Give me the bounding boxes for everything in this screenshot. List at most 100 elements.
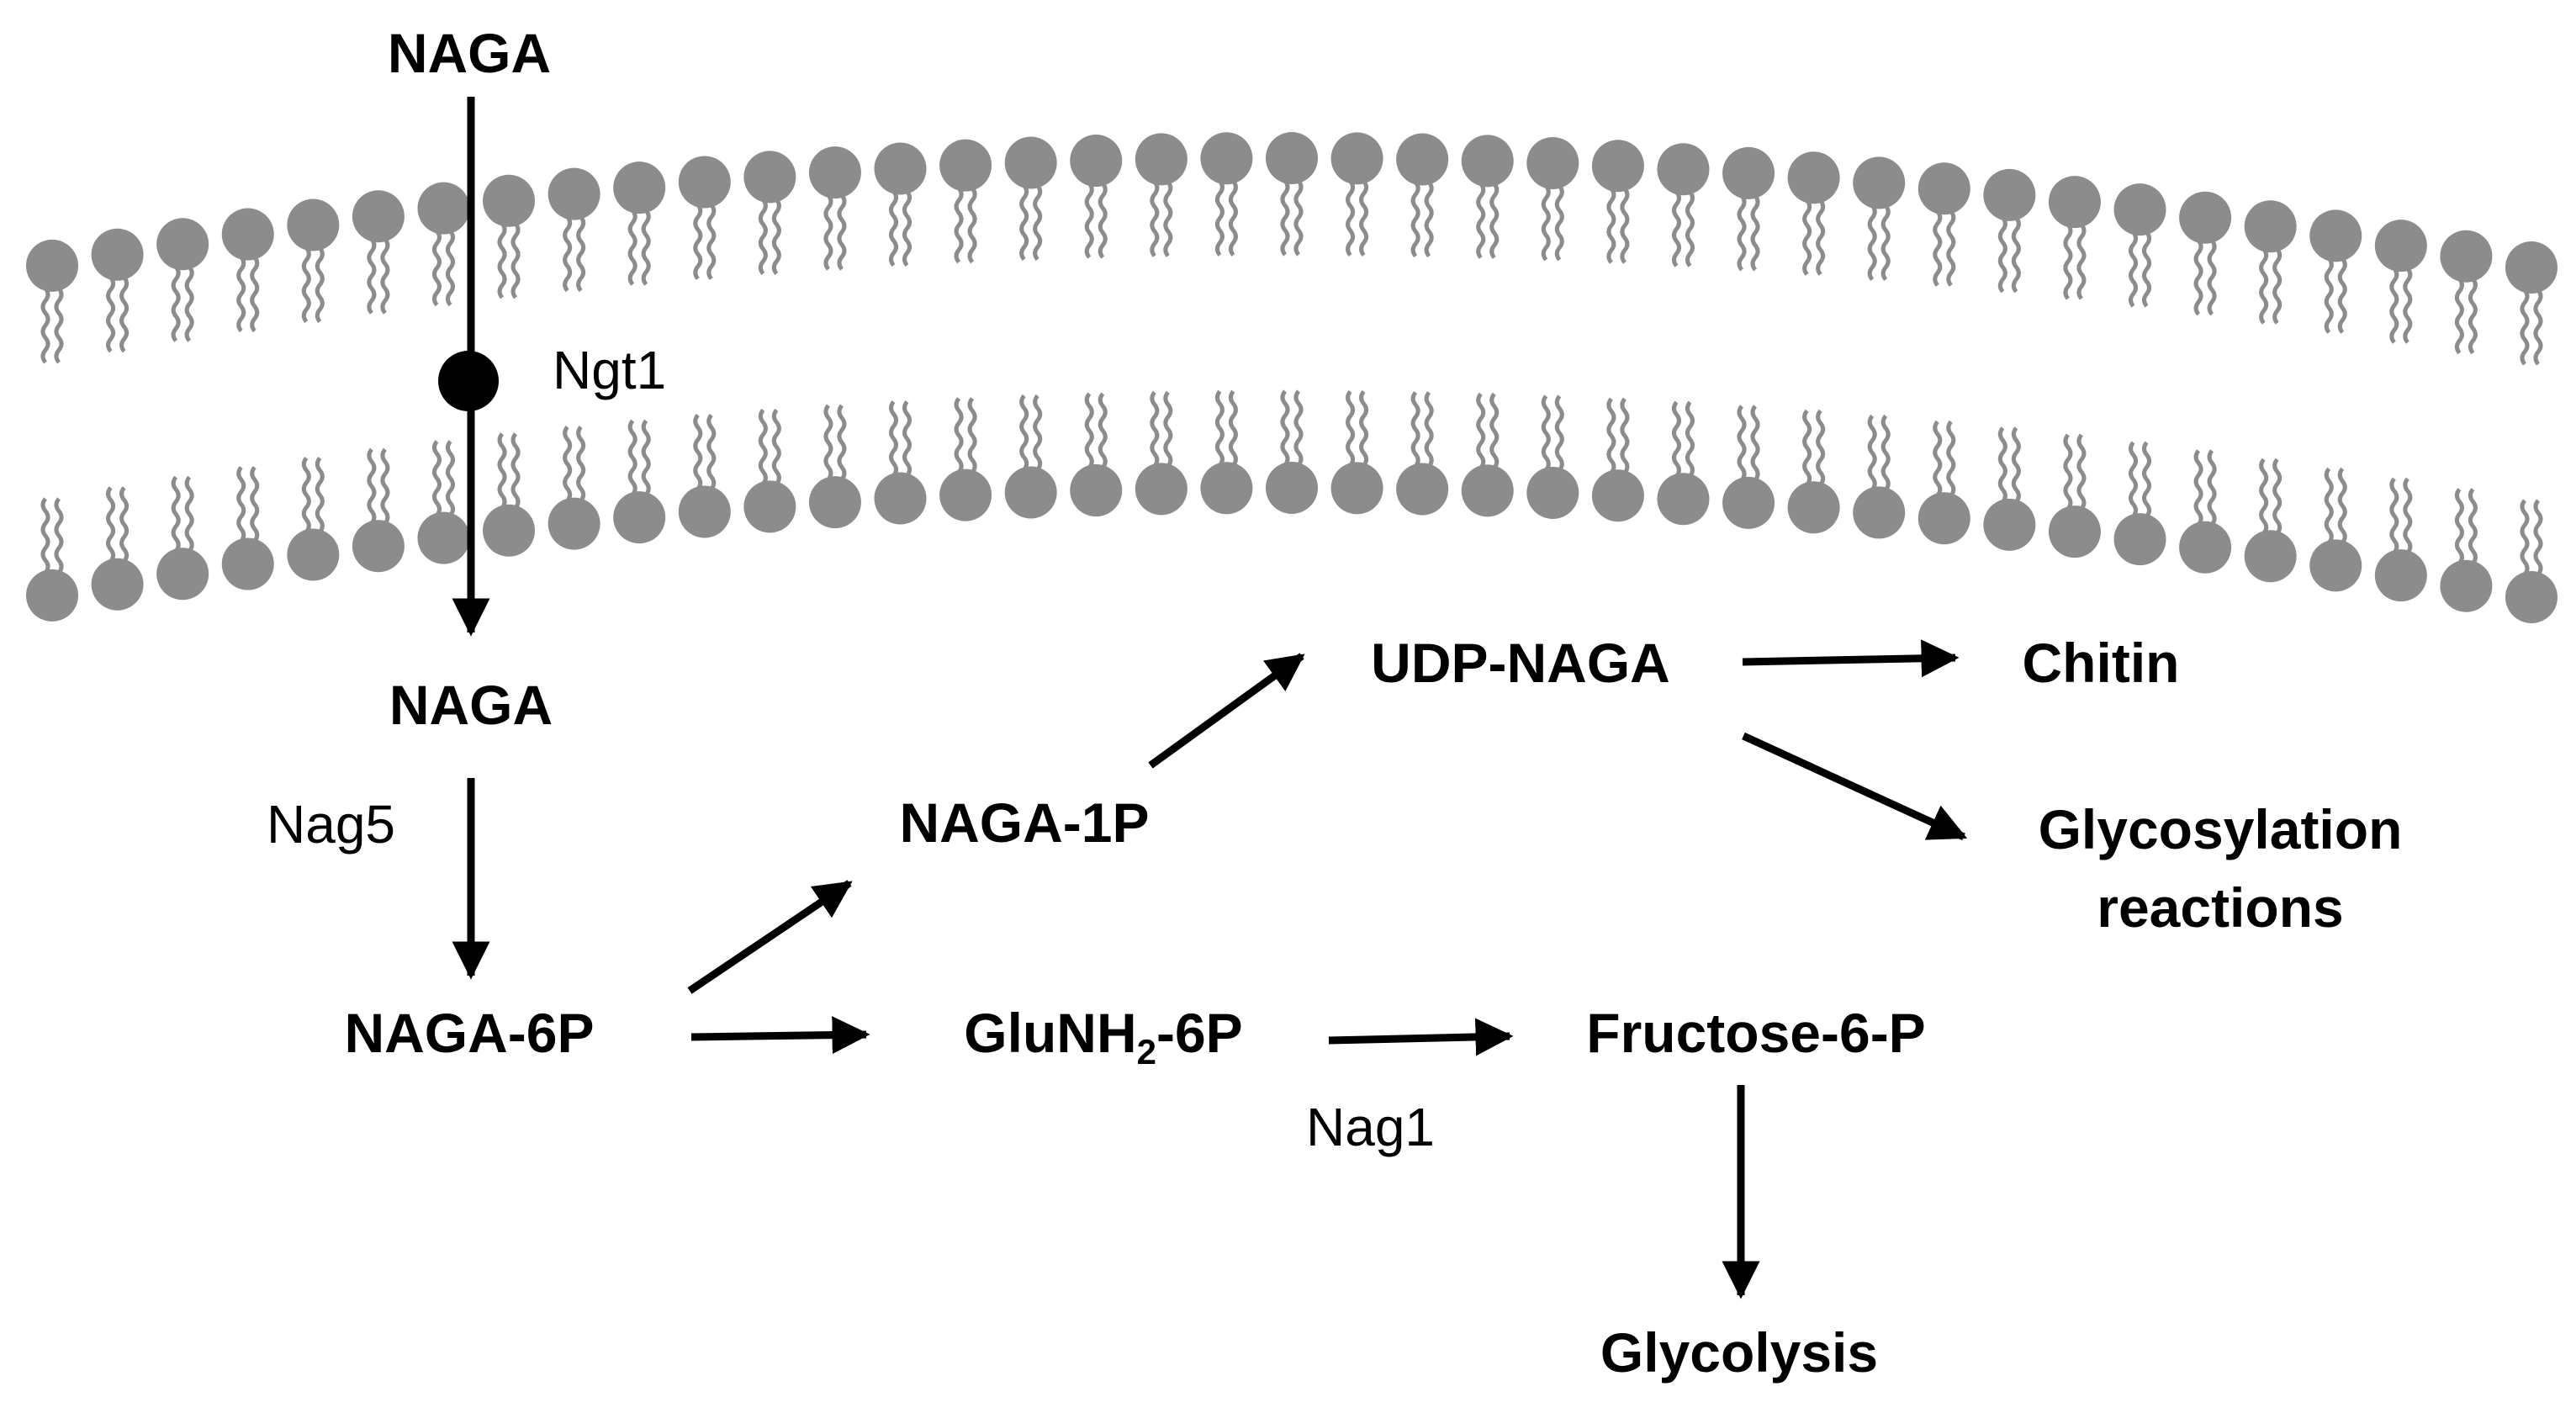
lipid-head-inner-leaflet	[156, 548, 209, 601]
lipid-tail	[1606, 397, 1616, 474]
lipid-tail	[380, 237, 390, 315]
lipid-head-outer-leaflet	[1396, 133, 1449, 186]
lipid-head-outer-leaflet	[2179, 191, 2232, 244]
lipid-head-inner-leaflet	[2309, 539, 2362, 592]
lipid-tail	[1933, 209, 1943, 287]
lipid-tail	[1163, 180, 1173, 257]
lipid-tail	[1997, 216, 2007, 294]
lipid-tail	[1541, 394, 1551, 472]
lipid-tail	[1214, 389, 1225, 467]
lipid-tail	[315, 246, 325, 324]
lipid-head-inner-leaflet	[1396, 463, 1449, 516]
lipid-tail	[576, 215, 586, 293]
lipid-tail	[693, 203, 703, 281]
lipid-tail	[1880, 204, 1891, 282]
lipid-tail	[171, 265, 181, 342]
lipid-tail	[367, 237, 377, 315]
lipid-head-outer-leaflet	[743, 151, 796, 204]
lipid-head-outer-leaflet	[1787, 151, 1840, 204]
lipid-tail	[902, 400, 912, 478]
lipid-tail	[497, 222, 507, 299]
lipid-tail	[954, 187, 964, 264]
lipid-tail	[2337, 467, 2347, 544]
lipid-head-outer-leaflet	[287, 198, 340, 251]
lipid-tail	[40, 287, 50, 364]
lipid-tail	[315, 456, 325, 534]
lipid-head-outer-leaflet	[1526, 136, 1579, 189]
enzyme-ngt1: Ngt1	[553, 340, 667, 400]
lipid-tail	[2272, 458, 2282, 535]
lipid-tail	[758, 198, 768, 276]
lipid-head-inner-leaflet	[1070, 464, 1123, 517]
lipid-tail	[889, 400, 899, 478]
lipid-tail	[250, 255, 260, 333]
lipid-head-inner-leaflet	[1917, 492, 1970, 545]
lipid-head-outer-leaflet	[2048, 176, 2101, 229]
lipid-tail	[2207, 239, 2217, 316]
arrow-glunh2-6p-to-fructose-6p	[1328, 1018, 1514, 1056]
lipid-tail	[1554, 394, 1564, 472]
lipid-head-inner-leaflet	[678, 485, 731, 538]
lipid-tail	[576, 426, 586, 503]
lipid-head-inner-leaflet	[1657, 473, 1710, 526]
arrow-naga-6p-to-naga-1p	[687, 880, 853, 994]
lipid-head-inner-leaflet	[1722, 476, 1775, 529]
lipid-tail	[2520, 499, 2530, 576]
lipid-head-outer-leaflet	[1135, 133, 1187, 186]
lipid-tail	[1476, 182, 1486, 259]
lipid-tail	[2389, 267, 2399, 344]
metabolite-naga-extracellular: NAGA	[387, 22, 552, 84]
lipid-tail	[184, 265, 194, 342]
lipid-tail	[236, 255, 246, 333]
lipid-tail	[693, 413, 703, 491]
lipid-tail	[1410, 390, 1420, 468]
lipid-tail	[563, 215, 573, 293]
lipid-tail	[2193, 449, 2203, 527]
lipid-tail	[40, 497, 50, 574]
lipid-tail	[510, 222, 521, 299]
lipid-head-outer-leaflet	[874, 142, 927, 195]
lipid-head-inner-leaflet	[1591, 469, 1644, 522]
lipid-tail	[641, 419, 651, 496]
lipid-head-inner-leaflet	[1266, 462, 1318, 515]
lipid-head-inner-leaflet	[1983, 498, 2036, 551]
lipid-tail	[2207, 449, 2217, 527]
lipid-head-inner-leaflet	[1526, 466, 1579, 519]
lipid-tail	[902, 189, 912, 267]
lipid-tail	[54, 497, 64, 574]
glunh2-prefix: GluNH	[964, 1002, 1137, 1064]
lipid-tail	[1346, 179, 1356, 257]
lipid-head-inner-leaflet	[26, 569, 78, 622]
lipid-head-inner-leaflet	[1853, 486, 1906, 539]
lipid-tail	[2193, 239, 2203, 316]
lipid-head-inner-leaflet	[483, 504, 536, 557]
lipid-tail	[445, 230, 455, 307]
lipid-tail	[837, 404, 847, 481]
lipid-head-inner-leaflet	[352, 520, 405, 573]
lipid-tail	[771, 198, 781, 276]
lipid-tail	[2403, 477, 2413, 554]
product-glycolysis: Glycolysis	[1600, 1321, 1879, 1384]
lipid-tail	[2454, 488, 2464, 565]
lipid-head-outer-leaflet	[678, 156, 731, 209]
lipid-tail	[627, 419, 637, 496]
lipid-tail	[1359, 389, 1369, 467]
lipid-tail	[1150, 180, 1160, 257]
lipid-tail	[1606, 187, 1616, 264]
lipid-tail	[1359, 179, 1369, 257]
lipid-head-inner-leaflet	[2179, 521, 2232, 574]
lipid-head-outer-leaflet	[1983, 168, 2036, 221]
enzyme-nag1: Nag1	[1306, 1097, 1435, 1157]
lipid-tail	[823, 193, 833, 271]
lipid-tail	[758, 408, 768, 486]
lipid-tail	[236, 465, 246, 543]
lipid-head-inner-leaflet	[1004, 466, 1057, 519]
lipid-head-outer-leaflet	[1266, 132, 1318, 185]
lipid-tail	[2403, 267, 2413, 344]
product-glycosylation-reactions: Glycosylation reactions	[2039, 791, 2403, 947]
lipid-tail	[1554, 184, 1564, 262]
lipid-head-inner-leaflet	[1135, 463, 1187, 516]
lipid-tail	[2076, 223, 2087, 300]
lipid-tail	[510, 432, 521, 510]
lipid-tail	[2324, 467, 2334, 544]
